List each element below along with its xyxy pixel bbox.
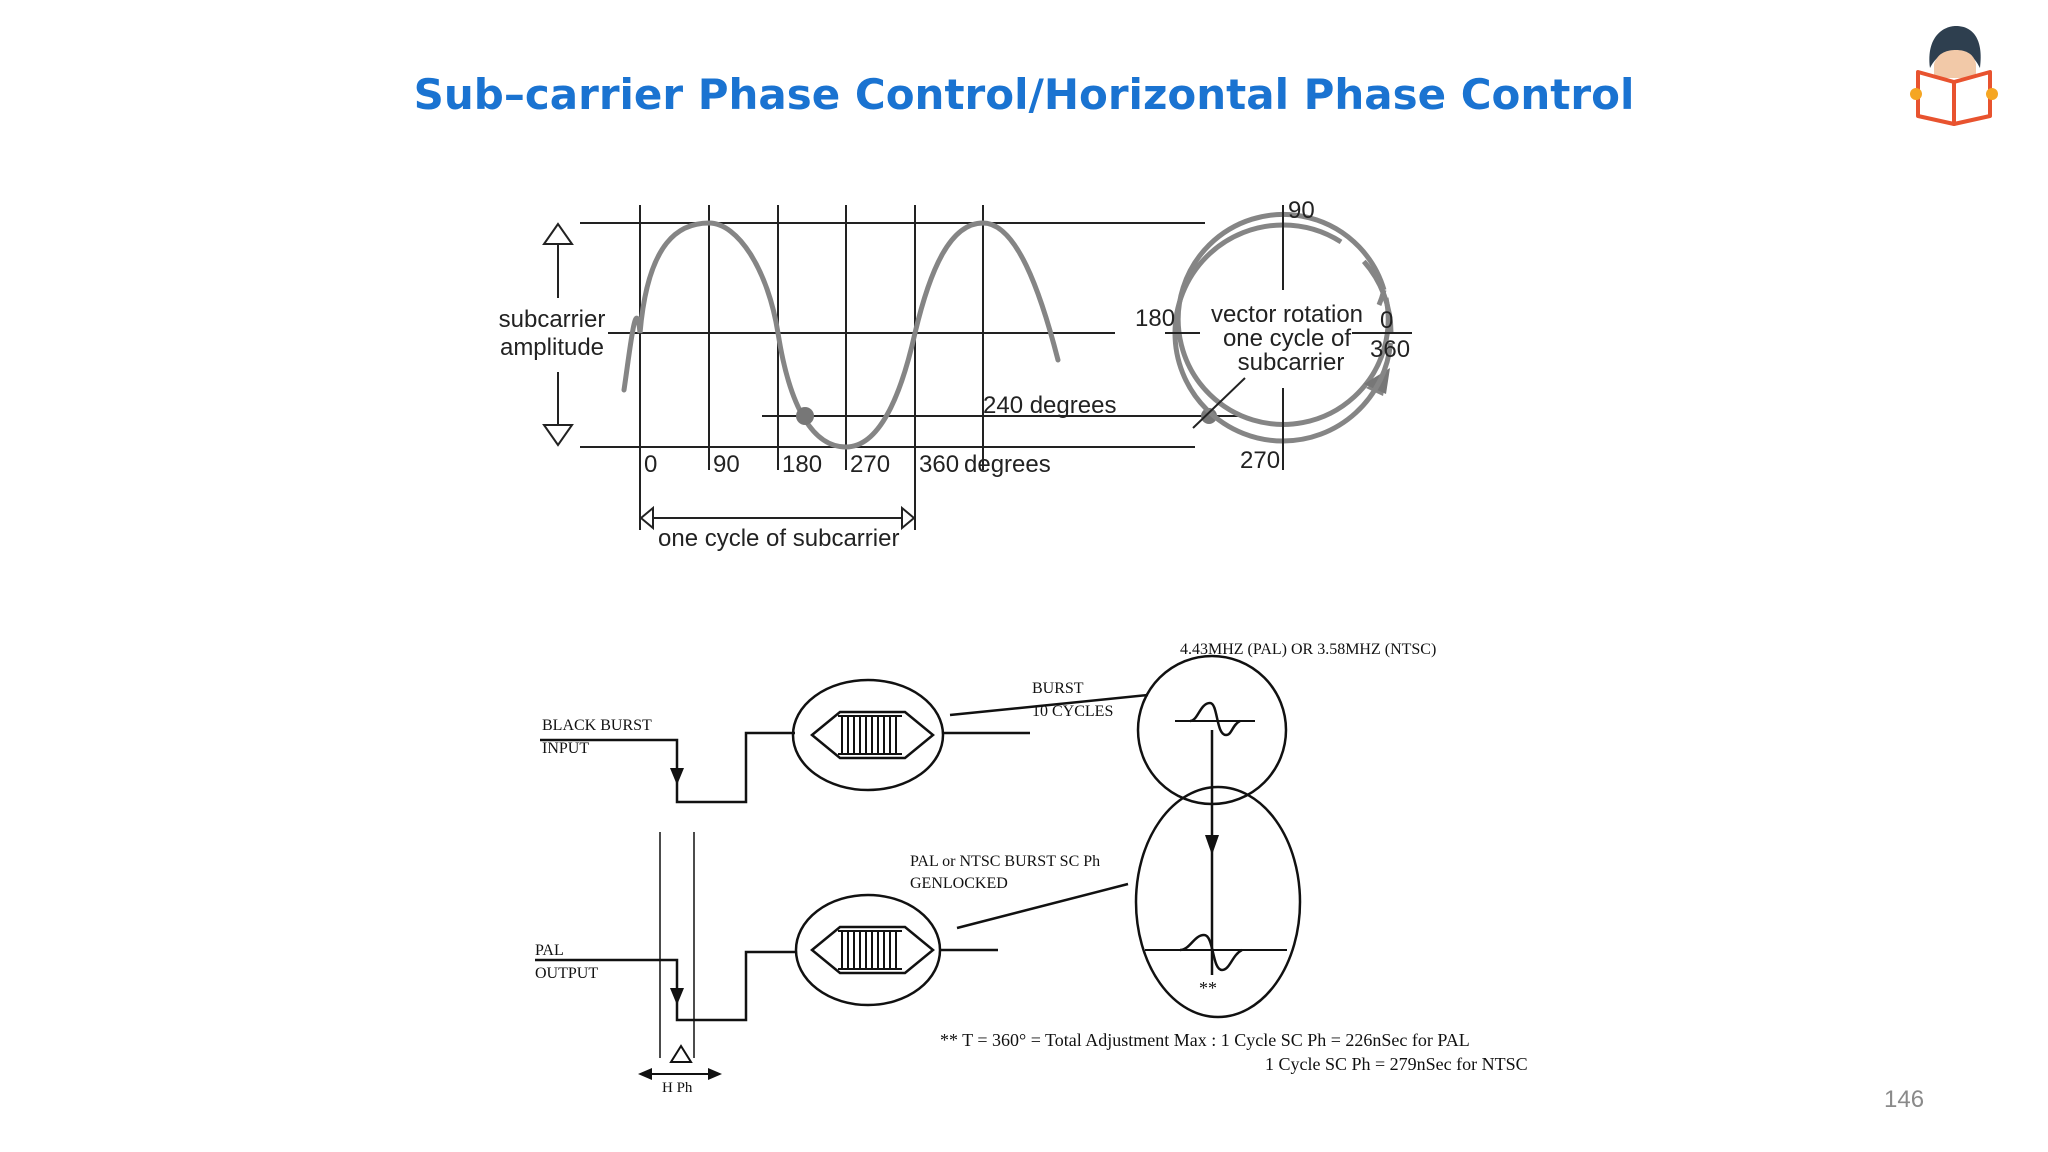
black-burst-label-line1: BLACK BURST: [542, 717, 652, 734]
tick-label-360: 360: [919, 451, 959, 478]
vector-text-line1: vector rotation: [1211, 301, 1363, 328]
x-unit-label: degrees: [964, 451, 1051, 478]
vector-text-line3: subcarrier: [1238, 349, 1345, 376]
burst-label-line2: 10 CYCLES: [1032, 703, 1113, 720]
footnote-line1: ** T = 360° = Total Adjustment Max : 1 C…: [940, 1030, 1470, 1050]
tick-label-270: 270: [850, 451, 890, 478]
cycle-label: one cycle of subcarrier: [658, 525, 899, 552]
genlock-label-line2: GENLOCKED: [910, 875, 1008, 892]
tick-label-180: 180: [782, 451, 822, 478]
genlock-diagram: 4.43MHZ (PAL) OR 3.58MHZ (NTSC) BURST 10…: [535, 641, 1528, 1096]
asterisks-label: **: [1199, 978, 1217, 998]
genlock-label-line1: PAL or NTSC BURST SC Ph: [910, 853, 1100, 870]
amplitude-label-line1: subcarrier: [499, 306, 606, 333]
vector-label-180: 180: [1135, 305, 1175, 332]
tick-label-0: 0: [644, 451, 657, 478]
tick-label-90: 90: [713, 451, 740, 478]
footnote-line2: 1 Cycle SC Ph = 279nSec for NTSC: [1265, 1054, 1528, 1074]
reader-with-book-icon: [1910, 26, 1998, 126]
pal-output-label-line1: PAL: [535, 942, 564, 959]
pal-output-label-line2: OUTPUT: [535, 965, 598, 982]
vector-label-270: 270: [1240, 447, 1280, 474]
vector-text-line2: one cycle of: [1223, 325, 1351, 352]
marker-label-240: 240 degrees: [983, 392, 1116, 419]
burst-label-line1: BURST: [1032, 680, 1084, 697]
slide-title: Sub–carrier Phase Control/Horizontal Pha…: [413, 70, 1635, 119]
hph-label: H Ph: [662, 1080, 693, 1096]
amplitude-label-line2: amplitude: [500, 334, 604, 361]
vector-label-0: 0: [1380, 307, 1393, 334]
subcarrier-phase-diagram: subcarrier amplitude 0 90 180 270 360 de…: [499, 197, 1412, 552]
frequency-label: 4.43MHZ (PAL) OR 3.58MHZ (NTSC): [1180, 641, 1436, 658]
vector-label-360: 360: [1370, 336, 1410, 363]
page-number: 146: [1884, 1086, 1925, 1113]
vector-label-90: 90: [1288, 197, 1315, 224]
black-burst-label-line2: INPUT: [542, 740, 589, 757]
